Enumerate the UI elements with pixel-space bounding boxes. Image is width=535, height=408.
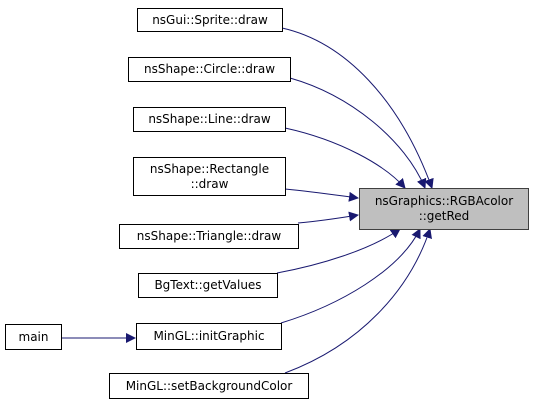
node-label: nsShape::Circle::draw xyxy=(143,62,276,76)
node-line-draw[interactable]: nsShape::Line::draw xyxy=(133,107,286,132)
edge-triangle-to-getred xyxy=(297,211,359,224)
node-bgtext-getvalues[interactable]: BgText::getValues xyxy=(138,273,278,298)
node-mingl-setbackgroundcolor[interactable]: MinGL::setBackgroundColor xyxy=(109,373,309,399)
node-label: MinGL::initGraphic xyxy=(153,329,265,343)
node-triangle-draw[interactable]: nsShape::Triangle::draw xyxy=(119,224,299,249)
node-circle-draw[interactable]: nsShape::Circle::draw xyxy=(128,57,291,82)
node-sprite-draw[interactable]: nsGui::Sprite::draw xyxy=(137,8,283,32)
edge-initgraphic-to-getred xyxy=(280,228,421,324)
node-label-line2: ::getRed xyxy=(418,209,470,223)
node-rectangle-draw[interactable]: nsShape::Rectangle ::draw xyxy=(133,157,286,196)
edge-setbg-to-getred xyxy=(284,228,432,374)
node-label: nsGui::Sprite::draw xyxy=(152,12,268,27)
node-label: BgText::getValues xyxy=(154,278,262,292)
node-label: nsShape::Line::draw xyxy=(148,112,271,126)
node-label-line1: nsGraphics::RGBAcolor xyxy=(374,194,514,208)
edge-line-to-getred xyxy=(284,127,406,189)
node-main[interactable]: main xyxy=(5,324,62,350)
node-rgbacolor-getred[interactable]: nsGraphics::RGBAcolor ::getRed xyxy=(359,188,529,230)
node-label-line2: ::draw xyxy=(190,176,229,191)
edge-sprite-to-getred xyxy=(281,27,434,189)
node-mingl-initgraphic[interactable]: MinGL::initGraphic xyxy=(136,323,282,350)
node-label: nsShape::Triangle::draw xyxy=(136,229,282,243)
node-label: MinGL::setBackgroundColor xyxy=(125,378,293,393)
edge-circle-to-getred xyxy=(289,77,427,189)
node-label: main xyxy=(18,329,49,344)
edge-bgtext-to-getred xyxy=(276,228,401,274)
edge-rectangle-to-getred xyxy=(284,188,359,202)
node-label-line1: nsShape::Rectangle xyxy=(149,161,270,176)
